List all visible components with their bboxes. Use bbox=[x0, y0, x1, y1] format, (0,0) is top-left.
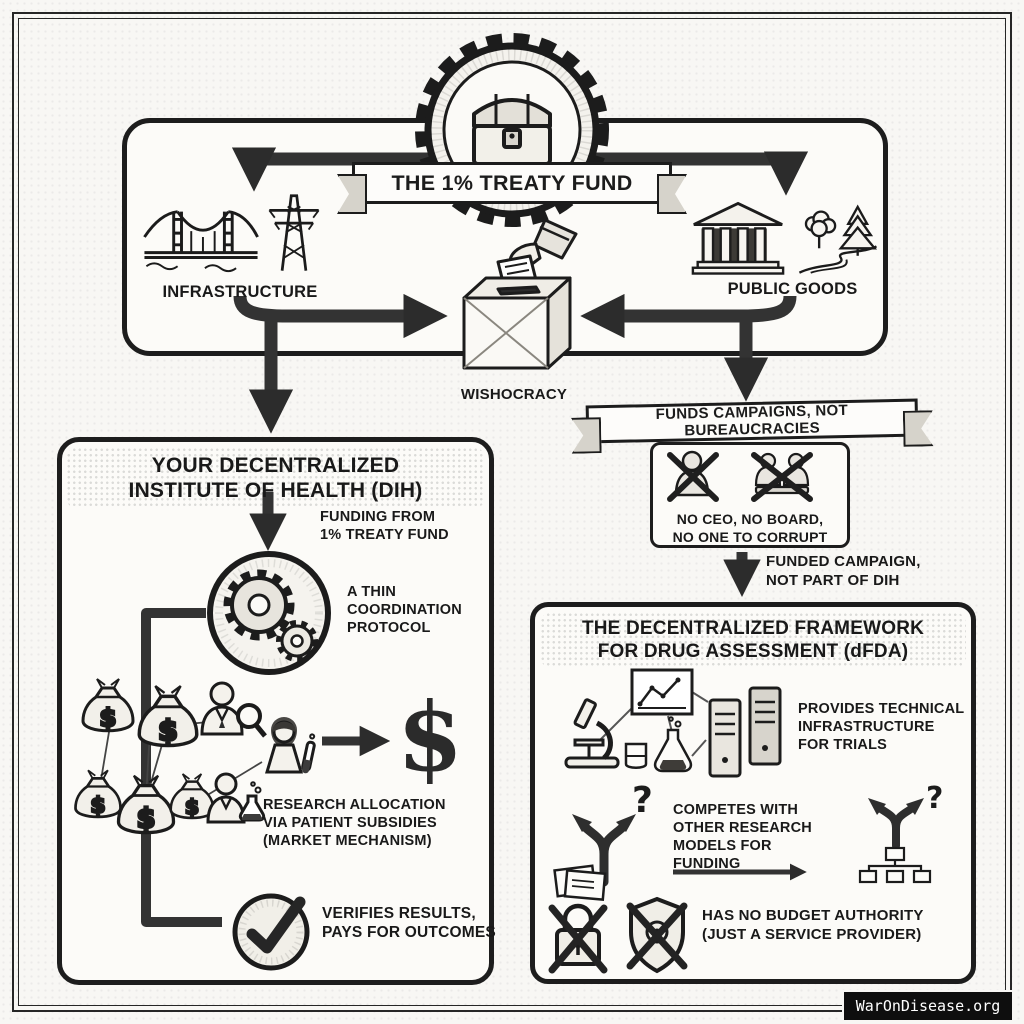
no-lock-icon bbox=[548, 903, 608, 974]
park-trees-icon bbox=[798, 204, 878, 274]
public-goods-label-text: PUBLIC GOODS bbox=[727, 280, 858, 298]
flask-icon bbox=[653, 716, 693, 773]
wishocracy-label-text: WISHOCRACY bbox=[460, 386, 568, 403]
money-bag-icon: $ bbox=[74, 769, 122, 820]
question-mark-glyph: ? bbox=[632, 780, 653, 821]
dih-protocol-label: A THIN COORDINATION PROTOCOL bbox=[347, 583, 477, 637]
fork-question-right-icon: ? bbox=[858, 781, 943, 884]
suspension-bridge-icon bbox=[143, 210, 259, 273]
scientist-flask-icon bbox=[206, 772, 266, 824]
dih-title: YOUR DECENTRALIZED INSTITUTE OF HEALTH (… bbox=[66, 454, 485, 504]
dfda-competes-line-2: OTHER RESEARCH bbox=[673, 820, 812, 837]
dfda-competes-line-3: MODELS FOR FUNDING bbox=[673, 838, 772, 873]
dih-allocation-line-3: (MARKET MECHANISM) bbox=[263, 833, 432, 850]
dfda-competes-line-1: COMPETES WITH bbox=[673, 802, 799, 818]
outer-frame bbox=[12, 12, 1012, 1012]
watermark-text: WarOnDisease.org bbox=[855, 997, 1001, 1015]
dih-protocol-line-3: PROTOCOL bbox=[347, 620, 431, 637]
dfda-budget-line-1: HAS NO BUDGET AUTHORITY bbox=[702, 907, 924, 924]
dollar-icon: $ bbox=[396, 682, 464, 793]
no-ceo-label: NO CEO, NO BOARD, NO ONE TO CORRUPT bbox=[655, 511, 845, 546]
no-ceo-icon bbox=[667, 450, 719, 502]
no-ceo-line-2: NO ONE TO CORRUPT bbox=[672, 528, 828, 545]
dfda-box bbox=[530, 602, 976, 984]
bag-dollar-glyph: $ bbox=[137, 803, 155, 834]
dih-funding-line-1: FUNDING FROM bbox=[320, 509, 436, 525]
treaty-fund-banner: THE 1% TREATY FUND bbox=[352, 162, 672, 204]
dfda-title-band bbox=[540, 612, 966, 668]
dih-title-line-1: YOUR DECENTRALIZED bbox=[151, 454, 400, 477]
microscope-icon bbox=[564, 698, 620, 769]
infrastructure-label: INFRASTRUCTURE bbox=[140, 282, 340, 303]
bag-dollar-glyph: $ bbox=[158, 714, 177, 747]
dfda-budget-line-2: (JUST A SERVICE PROVIDER) bbox=[702, 925, 922, 943]
bag-dollar-glyph: $ bbox=[90, 794, 105, 819]
beaker-icon bbox=[624, 742, 648, 769]
dih-allocation-line-2: VIA PATIENT SUBSIDIES bbox=[263, 815, 437, 832]
money-bag-icon: $ bbox=[116, 774, 176, 836]
dfda-title-line-2: FOR DRUG ASSESSMENT (dFDA) bbox=[597, 640, 909, 662]
hand-ballot-box-icon bbox=[462, 218, 578, 370]
question-mark-glyph: ? bbox=[926, 781, 943, 816]
bank-building-icon bbox=[691, 201, 785, 275]
dih-title-band bbox=[66, 447, 485, 509]
bag-dollar-glyph: $ bbox=[100, 704, 117, 732]
dih-protocol-line-1: A THIN bbox=[347, 584, 396, 600]
dih-funding-label: FUNDING FROM 1% TREATY FUND bbox=[320, 508, 480, 544]
funded-campaign-label: FUNDED CAMPAIGN, NOT PART OF DIH bbox=[766, 553, 971, 591]
dfda-title: THE DECENTRALIZED FRAMEWORK FOR DRUG ASS… bbox=[542, 618, 964, 664]
dih-title-line-2: INSTITUTE OF HEALTH (DIH) bbox=[128, 478, 423, 502]
server-towers-icon bbox=[708, 686, 782, 778]
coordination-gears-icon bbox=[207, 551, 331, 675]
dih-verify-line-1: VERIFIES RESULTS, bbox=[322, 905, 476, 922]
line-chart-icon bbox=[630, 668, 694, 716]
dih-verify-label: VERIFIES RESULTS, PAYS FOR OUTCOMES bbox=[322, 904, 507, 943]
funded-campaign-line-2: NOT PART OF DIH bbox=[766, 571, 900, 589]
funded-campaign-line-1: FUNDED CAMPAIGN, bbox=[766, 553, 921, 570]
power-tower-icon bbox=[268, 194, 320, 271]
money-bag-icon: $ bbox=[81, 678, 135, 734]
dfda-provides-line-2: INFRASTRUCTURE bbox=[798, 719, 935, 736]
dih-funding-line-2: 1% TREATY FUND bbox=[320, 527, 449, 544]
dih-verify-line-2: PAYS FOR OUTCOMES bbox=[322, 924, 496, 942]
funds-campaigns-ribbon-text: FUNDS CAMPAIGNS, NOT BUREAUCRACIES bbox=[655, 401, 849, 440]
dfda-provides-line-3: FOR TRIALS bbox=[798, 737, 887, 754]
treaty-fund-banner-text: THE 1% TREATY FUND bbox=[391, 170, 633, 195]
dfda-provides-line-1: PROVIDES TECHNICAL bbox=[798, 701, 965, 717]
researcher-test-tube-icon bbox=[264, 717, 316, 774]
dih-allocation-label: RESEARCH ALLOCATION VIA PATIENT SUBSIDIE… bbox=[263, 796, 473, 850]
no-ceo-line-1: NO CEO, NO BOARD, bbox=[676, 511, 824, 527]
dfda-budget-label: HAS NO BUDGET AUTHORITY (JUST A SERVICE … bbox=[702, 907, 968, 945]
dih-protocol-line-2: COORDINATION bbox=[347, 602, 462, 619]
watermark: WarOnDisease.org bbox=[842, 990, 1014, 1022]
dih-allocation-line-1: RESEARCH ALLOCATION bbox=[263, 797, 446, 813]
inner-frame bbox=[18, 18, 1006, 1006]
funds-campaigns-ribbon: FUNDS CAMPAIGNS, NOT BUREAUCRACIES bbox=[585, 398, 919, 444]
dfda-competes-label: COMPETES WITH OTHER RESEARCH MODELS FOR … bbox=[673, 801, 833, 874]
lab-infrastructure-icons bbox=[564, 668, 782, 778]
dfda-provides-label: PROVIDES TECHNICAL INFRASTRUCTURE FOR TR… bbox=[798, 700, 970, 754]
documents-icon bbox=[553, 864, 607, 901]
public-goods-label: PUBLIC GOODS bbox=[700, 279, 885, 300]
wishocracy-label: WISHOCRACY bbox=[432, 386, 596, 405]
fork-question-left-icon: ? bbox=[553, 780, 653, 901]
dfda-title-line-1: THE DECENTRALIZED FRAMEWORK bbox=[581, 618, 925, 639]
no-badge-icon bbox=[626, 896, 688, 974]
org-chart-icon bbox=[858, 846, 932, 884]
infrastructure-label-text: INFRASTRUCTURE bbox=[162, 283, 318, 301]
no-board-icon bbox=[751, 452, 813, 502]
no-ceo-no-board-icon bbox=[667, 450, 813, 502]
checkmark-icon bbox=[232, 893, 310, 971]
doctor-magnifier-icon bbox=[200, 681, 267, 738]
